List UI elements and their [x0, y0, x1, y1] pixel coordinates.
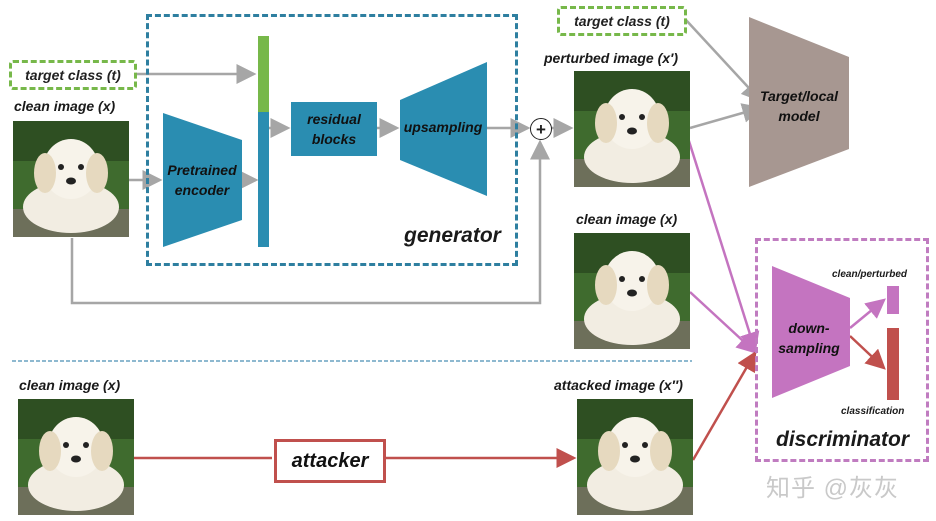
target-class-left: target class (t): [9, 60, 137, 90]
downsampling-shape: [772, 266, 850, 398]
attacker-box: attacker: [274, 439, 386, 483]
perturbed-image-label: perturbed image (x′): [544, 50, 679, 66]
clean-image-bottom: [18, 399, 134, 515]
encoder-label: Pretrained encoder: [167, 162, 237, 198]
clean-image-top: [13, 121, 129, 237]
dog-picture: [574, 71, 690, 187]
clean-image-top-label: clean image (x): [14, 98, 116, 114]
arrow-skip-connection: [70, 139, 550, 305]
dog-picture: [577, 399, 693, 515]
generator-title: generator: [404, 224, 501, 247]
dog-picture: [574, 233, 690, 349]
attacked-image-label: attacked image (x′′): [554, 377, 683, 393]
upsampling-label: upsampling: [403, 119, 483, 135]
target-class-top: target class (t): [557, 6, 687, 36]
arrow-to-classification: [849, 335, 886, 370]
arrow-to-clean-perturbed: [849, 298, 886, 329]
clean-perturbed-label: clean/perturbed: [832, 269, 908, 280]
arrow-perturbed-to-model: [689, 103, 763, 130]
watermark: 知乎 @灰灰: [766, 475, 900, 502]
target-model-label: Target/local model: [759, 88, 839, 124]
clean-image-mid: [574, 233, 690, 349]
residual-blocks-shape: [291, 102, 377, 156]
latent-bar-blue: [258, 112, 269, 247]
target-model-shape: [749, 17, 849, 187]
clean-perturbed-bar: [887, 286, 899, 314]
perturbed-image: [574, 71, 690, 187]
arrow-perturbed-to-discriminator: [686, 137, 760, 353]
discriminator-box: [755, 238, 929, 462]
dog-picture: [18, 399, 134, 515]
clean-image-mid-label: clean image (x): [576, 211, 678, 227]
discriminator-title: discriminator: [776, 428, 910, 451]
attacked-image: [577, 399, 693, 515]
classification-bar: [887, 328, 899, 400]
encoder-shape: [163, 113, 242, 247]
arrow-target-to-model: [685, 19, 762, 102]
arrow-clean-to-discriminator: [689, 291, 757, 354]
residual-label: residual blocks: [307, 111, 361, 147]
dog-picture: [13, 121, 129, 237]
upsampling-shape: [400, 62, 487, 196]
downsampling-label: down-sampling: [778, 320, 840, 356]
latent-bar-green: [258, 36, 269, 112]
generator-box: [146, 14, 518, 266]
clean-image-bottom-label: clean image (x): [19, 377, 121, 393]
classification-label: classification: [841, 406, 905, 417]
arrow-attacked-to-discriminator: [691, 350, 757, 461]
plus-operator: +: [530, 118, 552, 140]
